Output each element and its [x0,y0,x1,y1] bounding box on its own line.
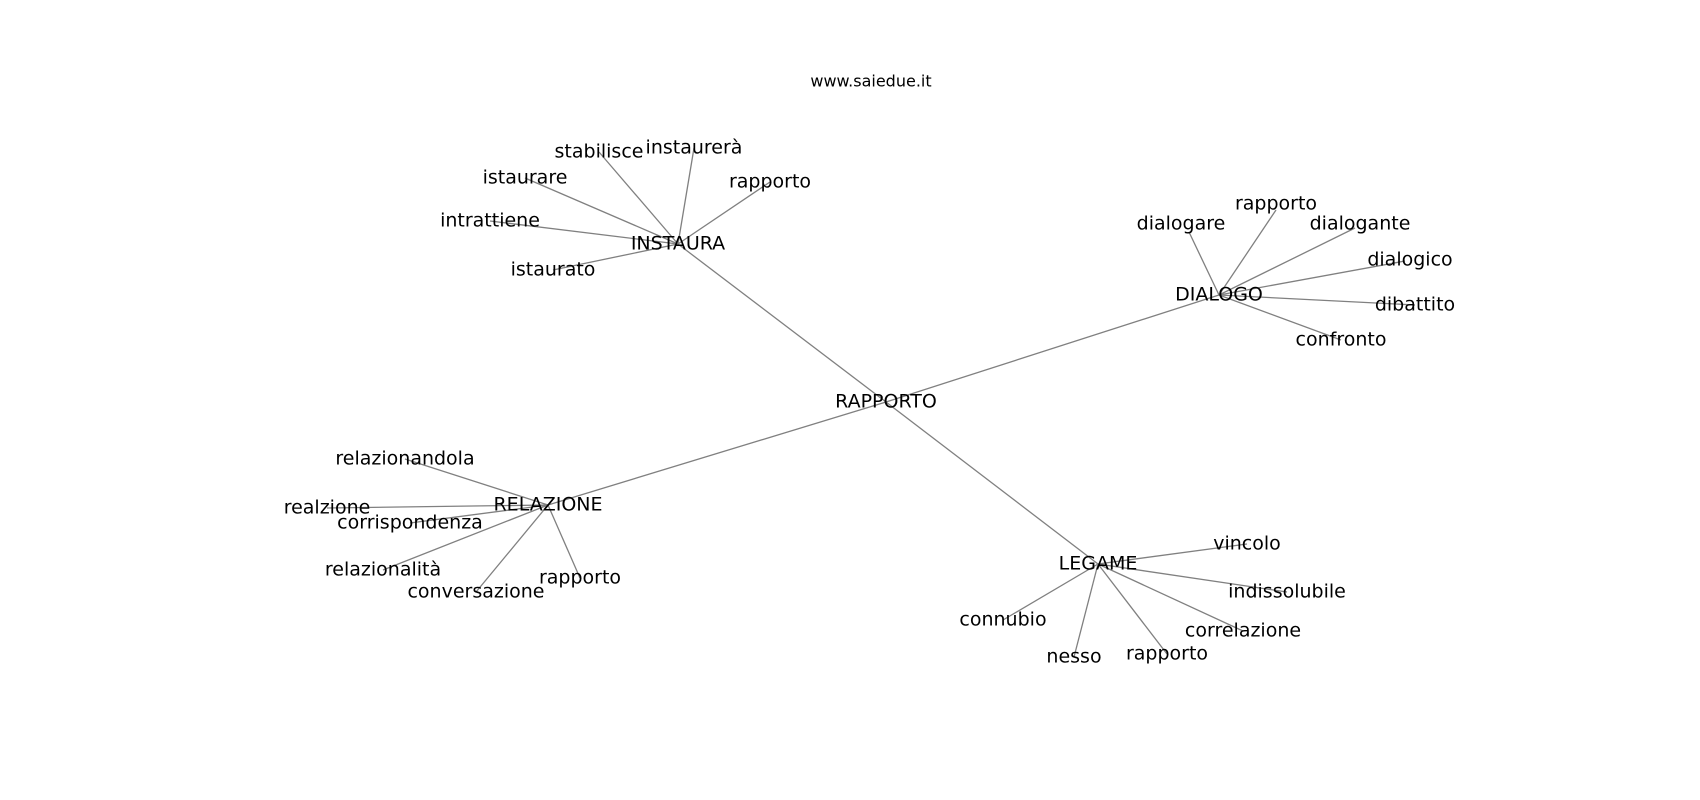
node-leaf-legame-2: correlazione [1185,620,1301,642]
node-leaf-relazione-1: realzione [284,497,371,519]
node-leaf-relazione-0: relazionandola [335,448,474,470]
node-leaf-instaura-0: stabilisce [555,141,644,163]
edge-relazione-0 [404,458,549,506]
edge-legame-4 [1073,563,1099,658]
site-url: www.saiedue.it [810,72,931,91]
edge-legame-0 [1097,543,1248,565]
node-leaf-legame-1: indissolubile [1228,581,1346,603]
graph-edges [326,147,1416,658]
node-leaf-relazione-4: conversazione [407,581,544,603]
edge-dialogo-2 [1218,227,1356,296]
edge-relazione-3 [382,504,549,571]
edge-instaura-2 [677,181,771,245]
edge-legame-2 [1097,563,1244,632]
node-leaf-dialogo-4: dibattito [1375,294,1455,316]
node-leaf-instaura-3: istaurare [483,167,568,189]
edge-relazione-4 [475,504,549,593]
edge-root-instaura [677,243,887,403]
edge-root-dialogo [885,294,1220,403]
edge-dialogo-5 [1218,294,1342,341]
node-leaf-dialogo-1: rapporto [1235,193,1317,215]
graph-labels: www.saiedue.it RAPPORTO INSTAURA stabilisc… [284,72,1455,668]
edge-relazione-5 [547,504,581,579]
edge-legame-3 [1097,563,1168,655]
node-hub-dialogo: DIALOGO [1175,284,1263,306]
node-hub-relazione: RELAZIONE [493,494,602,516]
node-leaf-relazione-2: corrispondenza [337,512,483,534]
node-root: RAPPORTO [835,391,937,413]
node-hub-instaura: INSTAURA [631,233,725,255]
node-leaf-instaura-1: instaurerà [646,137,743,159]
node-leaf-legame-5: connubio [959,609,1046,631]
edge-instaura-0 [598,151,679,245]
edge-instaura-1 [677,147,695,245]
node-leaf-instaura-5: istaurato [511,259,596,281]
node-leaf-relazione-3: relazionalità [325,559,441,581]
node-leaf-dialogo-0: dialogare [1137,213,1226,235]
edge-instaura-3 [524,177,679,245]
node-hub-legame: LEGAME [1059,553,1138,575]
edge-root-relazione [547,401,887,506]
edge-relazione-1 [326,504,549,509]
edge-legame-1 [1097,563,1288,593]
edge-dialogo-0 [1188,231,1220,296]
node-leaf-legame-0: vincolo [1213,533,1281,555]
node-leaf-legame-3: rapporto [1126,643,1208,665]
edge-relazione-2 [409,504,549,524]
edge-legame-5 [1002,563,1099,621]
node-leaf-dialogo-2: dialogante [1310,213,1411,235]
node-leaf-legame-4: nesso [1046,646,1101,668]
node-leaf-relazione-5: rapporto [539,567,621,589]
node-leaf-instaura-4: intrattiene [440,210,540,232]
edge-dialogo-3 [1218,260,1406,296]
edge-instaura-4 [489,220,679,245]
node-leaf-instaura-2: rapporto [729,171,811,193]
node-leaf-dialogo-3: dialogico [1367,249,1452,271]
edge-dialogo-1 [1218,209,1277,296]
edge-dialogo-4 [1218,294,1416,306]
edge-root-legame [885,401,1099,565]
edge-instaura-5 [552,243,679,271]
node-leaf-dialogo-5: confronto [1296,329,1387,351]
